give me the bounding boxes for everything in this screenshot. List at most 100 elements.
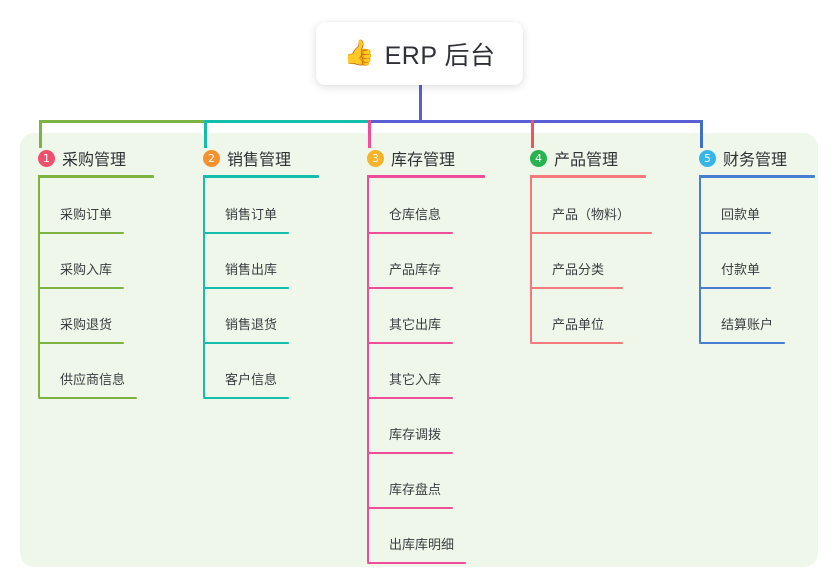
branch-index-badge: 4 [530, 149, 547, 167]
branch-leaf-underline [699, 232, 771, 234]
branch-leaf[interactable]: 采购订单 [38, 204, 124, 234]
branch-leaf-underline [38, 342, 124, 344]
bus-drop-stub-5 [700, 120, 703, 148]
branch-leaf[interactable]: 销售出库 [203, 259, 289, 289]
branch-leaf-label: 产品（物料） [552, 207, 631, 222]
branch-leaf[interactable]: 回款单 [699, 204, 771, 234]
branch-spine [530, 175, 532, 342]
branch-leaf[interactable]: 其它入库 [367, 369, 453, 399]
branch-spine [367, 175, 369, 562]
branch-leaf[interactable]: 采购退货 [38, 314, 124, 344]
branch-leaf-underline [203, 342, 289, 344]
branch-header-underline [203, 175, 319, 178]
branch-header-underline [530, 175, 646, 178]
branch-header-5[interactable]: 5 财务管理 [699, 146, 787, 170]
branch-leaf-underline [530, 287, 623, 289]
branch-leaf[interactable]: 结算账户 [699, 314, 785, 344]
branch-leaf-underline [38, 397, 137, 399]
branch-leaf-underline [38, 232, 124, 234]
branch-spine [699, 175, 701, 342]
branch-index-badge: 5 [699, 149, 716, 167]
branch-leaf-label: 其它入库 [389, 372, 442, 387]
branch-leaf[interactable]: 产品单位 [530, 314, 623, 344]
bus-drop-stub-4 [531, 120, 534, 148]
branch-header-label: 产品管理 [554, 152, 619, 169]
branch-header-underline [699, 175, 815, 178]
branch-column-4: 4 产品管理产品（物料） 产品分类产品单位 [530, 146, 652, 344]
branch-leaf-underline [367, 507, 453, 509]
branch-leaf-underline [203, 287, 289, 289]
branch-leaf-underline [699, 287, 771, 289]
branch-leaf-label: 采购退货 [60, 317, 113, 332]
branch-header-label: 采购管理 [62, 152, 127, 169]
branch-leaf[interactable]: 出库库明细 [367, 534, 466, 564]
branch-leaf[interactable]: 库存调拨 [367, 424, 453, 454]
branch-leaf-underline [367, 232, 453, 234]
root-node-title: ERP 后台 [384, 41, 496, 70]
bus-drop-stub-3 [368, 120, 371, 148]
branch-header-2[interactable]: 2 销售管理 [203, 146, 291, 170]
bus-segment-blue [368, 120, 703, 123]
branch-leaf-label: 仓库信息 [389, 207, 442, 222]
branch-header-label: 库存管理 [391, 152, 456, 169]
branch-leaf[interactable]: 产品分类 [530, 259, 623, 289]
branch-header-label: 财务管理 [723, 152, 788, 169]
branch-leaf-label: 采购订单 [60, 207, 113, 222]
branch-leaf-label: 供应商信息 [60, 372, 126, 387]
branches-panel [20, 133, 818, 567]
branch-header-1[interactable]: 1 采购管理 [38, 146, 126, 170]
branch-leaf-underline [699, 342, 785, 344]
branch-leaf[interactable]: 销售订单 [203, 204, 289, 234]
branch-column-1: 1 采购管理采购订单采购入库采购退货供应商信息 [38, 146, 154, 399]
branch-leaf[interactable]: 销售退货 [203, 314, 289, 344]
branch-leaf[interactable]: 采购入库 [38, 259, 124, 289]
branch-leaf-label: 其它出库 [389, 317, 442, 332]
bus-segment-green [39, 120, 207, 123]
branch-leaf[interactable]: 仓库信息 [367, 204, 453, 234]
branch-leaf[interactable]: 客户信息 [203, 369, 289, 399]
branch-leaf[interactable]: 供应商信息 [38, 369, 137, 399]
bus-segment-teal [204, 120, 371, 123]
branch-index-badge: 2 [203, 149, 220, 167]
branch-leaf-label: 销售订单 [225, 207, 278, 222]
branch-leaf-underline [530, 342, 623, 344]
branch-index-badge: 1 [38, 149, 55, 167]
branch-leaf-underline [367, 342, 453, 344]
branch-leaf-label: 销售出库 [225, 262, 278, 277]
root-connector-vertical [419, 80, 422, 123]
branch-header-underline [367, 175, 485, 178]
root-node-erp-backend[interactable]: 👍 ERP 后台 [316, 22, 523, 85]
branch-column-2: 2 销售管理销售订单销售出库销售退货客户信息 [203, 146, 319, 399]
branch-leaf-label: 付款单 [721, 262, 761, 277]
branch-leaf[interactable]: 付款单 [699, 259, 771, 289]
branch-leaf-label: 客户信息 [225, 372, 278, 387]
branch-leaf[interactable]: 产品（物料） [530, 204, 652, 234]
branch-leaf-underline [38, 287, 124, 289]
branch-leaf-underline [367, 452, 453, 454]
branch-leaf-label: 回款单 [721, 207, 761, 222]
branch-leaf-underline [367, 397, 453, 399]
branch-header-label: 销售管理 [227, 152, 292, 169]
branch-leaf-underline [367, 562, 466, 564]
branch-leaf-label: 库存调拨 [389, 427, 442, 442]
branch-leaf-underline [530, 232, 652, 234]
thumbs-up-icon: 👍 [343, 39, 375, 67]
branch-leaf-label: 产品分类 [552, 262, 605, 277]
branch-leaf-label: 出库库明细 [389, 537, 455, 552]
bus-drop-stub-2 [204, 120, 207, 148]
branch-leaf[interactable]: 产品库存 [367, 259, 453, 289]
bus-drop-stub-1 [39, 120, 42, 148]
branch-leaf[interactable]: 其它出库 [367, 314, 453, 344]
branch-leaf-label: 产品单位 [552, 317, 605, 332]
branch-spine [203, 175, 205, 397]
branch-header-4[interactable]: 4 产品管理 [530, 146, 618, 170]
branch-leaf-label: 采购入库 [60, 262, 113, 277]
branch-leaf-label: 库存盘点 [389, 482, 442, 497]
branch-spine [38, 175, 40, 397]
branch-leaf-underline [203, 232, 289, 234]
branch-column-5: 5 财务管理回款单付款单结算账户 [699, 146, 815, 344]
branch-leaf[interactable]: 库存盘点 [367, 479, 453, 509]
branch-leaf-label: 结算账户 [721, 317, 774, 332]
